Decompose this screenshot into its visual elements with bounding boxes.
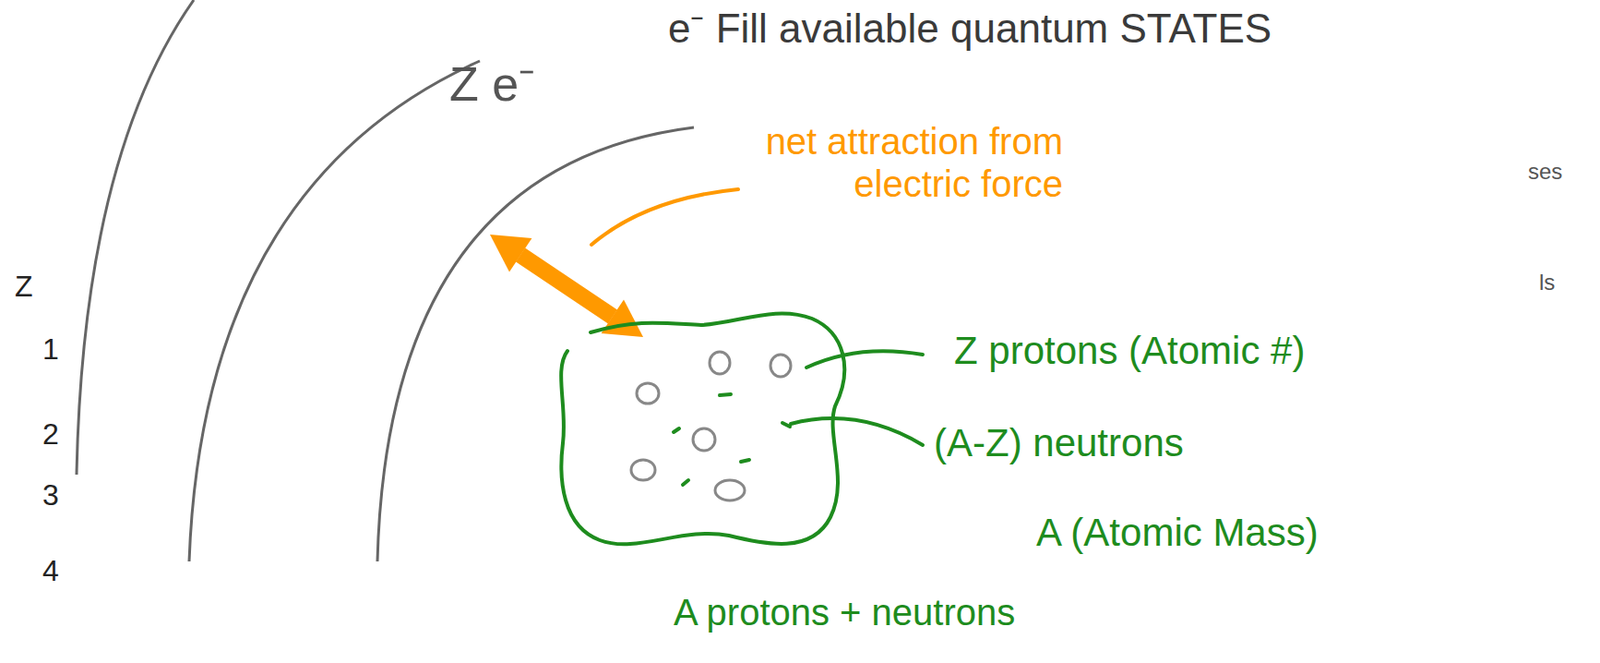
arrow-head <box>601 299 644 338</box>
arrow-head <box>489 234 532 273</box>
nucleon <box>709 351 730 374</box>
mass-label: A (Atomic Mass) <box>1036 510 1319 555</box>
charge-mark <box>740 459 750 462</box>
attraction-arrow <box>520 254 613 317</box>
nucleons <box>631 351 791 501</box>
nucleon <box>636 382 659 404</box>
heading-note: e⁻ Fill available quantum STATES <box>668 5 1272 53</box>
fragment-text: ses <box>1528 158 1563 185</box>
charge-marks <box>673 394 790 485</box>
column-letter: Z <box>14 269 34 304</box>
nucleus-outline <box>561 312 845 544</box>
nucleon <box>715 479 745 501</box>
charge-mark <box>719 394 731 395</box>
neutron-label: (A-Z) neutrons <box>933 420 1184 466</box>
leader-line <box>790 417 923 445</box>
proton-label: Z protons (Atomic #) <box>954 328 1305 373</box>
column-number: 2 <box>42 417 60 452</box>
column-number: 1 <box>42 332 60 367</box>
electron-shell <box>76 0 194 475</box>
leader-line <box>806 350 923 368</box>
charge-mark <box>782 422 790 427</box>
nucleon <box>631 459 656 480</box>
charge-mark <box>673 428 680 432</box>
shell-label: Z e⁻ <box>449 57 536 113</box>
leader-line <box>591 189 739 245</box>
nucleon <box>692 428 716 451</box>
nucleon <box>770 354 791 377</box>
electron-shell <box>189 60 480 562</box>
fragment-text: ls <box>1539 269 1555 296</box>
column-number: 3 <box>42 477 60 513</box>
mass-note: A protons + neutrons <box>673 590 1015 633</box>
electron-shell <box>377 127 694 562</box>
force-note: net attraction from electric force <box>656 119 1063 205</box>
column-number: 4 <box>42 553 60 588</box>
charge-mark <box>682 479 689 485</box>
